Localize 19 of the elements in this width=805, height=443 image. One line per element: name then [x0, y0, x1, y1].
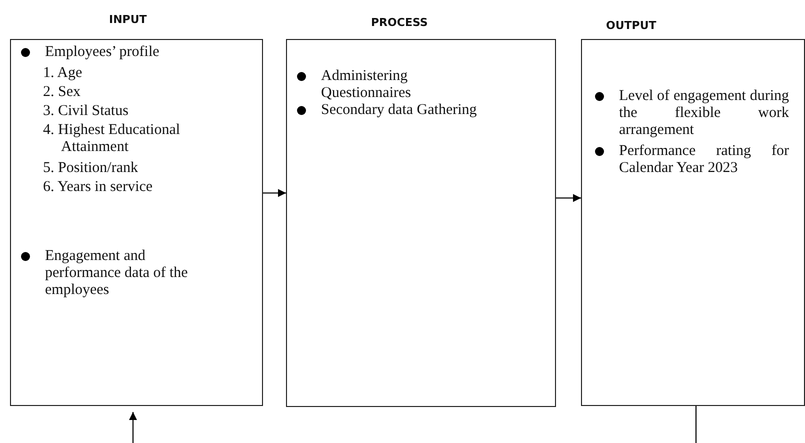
- bullet-text: Engagement and performance data of the employees: [45, 248, 189, 299]
- list-item: 1. Age: [42, 65, 84, 82]
- arrow: [556, 194, 581, 202]
- list-item: 5. Position/rank: [42, 160, 140, 177]
- stage-heading: OUTPUT: [606, 19, 656, 32]
- bullet-text: Secondary data Gathering: [321, 102, 478, 119]
- feedback-line: [695, 406, 697, 443]
- bullet-text: Employees’ profile: [45, 44, 160, 61]
- arrow: [263, 189, 286, 197]
- feedback-line: [129, 412, 137, 443]
- bullet-text: Performance rating for Calendar Year 2023: [619, 143, 789, 177]
- list-item: 6. Years in service: [42, 179, 154, 196]
- list-item: 2. Sex: [42, 84, 82, 101]
- stage-heading: INPUT: [109, 13, 147, 26]
- bullet-text: Administering Questionnaires: [321, 68, 412, 102]
- stage-heading: PROCESS: [371, 16, 428, 29]
- bullet-text: Level of engagement during the flexible work arrangement: [619, 88, 789, 139]
- list-item: 3. Civil Status: [42, 103, 130, 120]
- list-item: 4. Highest Educational Attainment: [42, 122, 182, 156]
